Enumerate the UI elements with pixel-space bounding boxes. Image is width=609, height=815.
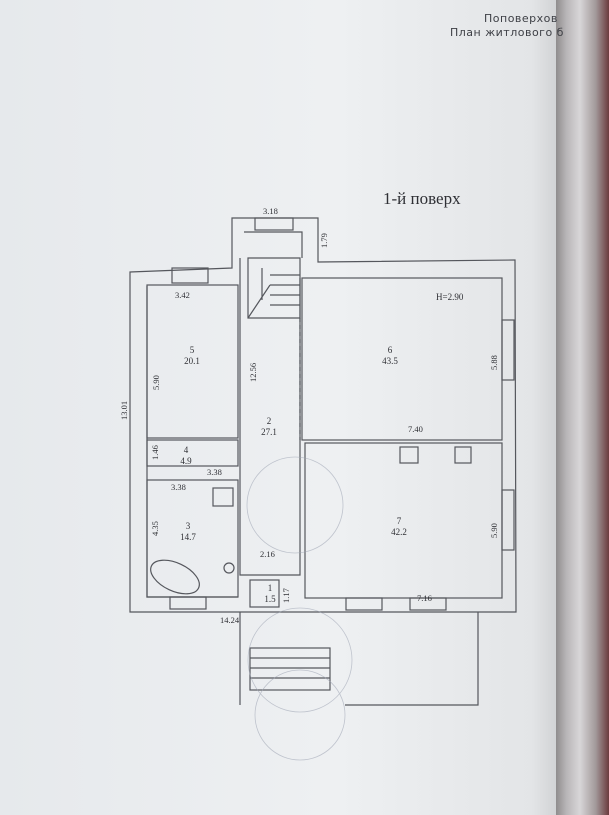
window: [409, 597, 447, 611]
paper-page: [0, 0, 560, 815]
dim-label: 3.18: [263, 206, 278, 216]
window: [501, 319, 515, 381]
room-number: 3: [186, 521, 191, 531]
dim-label: 5.90: [489, 523, 499, 538]
room-area: 43.5: [382, 356, 398, 366]
header-line-1: Поповерхов: [484, 12, 558, 25]
room-4: [146, 439, 239, 467]
room-area: 14.7: [180, 532, 196, 542]
room-number: 5: [190, 345, 195, 355]
porch-stairs: [249, 647, 331, 691]
window: [254, 217, 294, 231]
inner-wall-left: [146, 286, 238, 598]
dim-label: 1.46: [150, 445, 160, 460]
room-number: 4: [184, 445, 189, 455]
dim-label: 7.40: [408, 424, 423, 434]
dim-label: 2.16: [260, 549, 275, 559]
stamp-marks: [246, 456, 353, 761]
outer-wall: [129, 217, 517, 613]
room-number: 6: [388, 345, 393, 355]
dim-label: 13.01: [119, 401, 129, 420]
stair-tower-wall: [244, 231, 303, 258]
dim-label: 3.42: [175, 290, 190, 300]
room-1: [249, 579, 280, 608]
room-7: [304, 442, 503, 599]
bathtub: [150, 559, 200, 595]
stair-steps: [270, 274, 300, 306]
stove-icon: [399, 446, 419, 464]
room-area: 4.9: [180, 456, 192, 466]
dim-label: 4.35: [150, 521, 160, 536]
dim-label: 5.88: [489, 355, 499, 370]
window: [501, 489, 515, 551]
room-5: [146, 284, 239, 439]
room-area: 27.1: [261, 427, 277, 437]
staircase: [247, 257, 301, 319]
dim-label: 5.90: [151, 375, 161, 390]
dim-label: 1.17: [281, 588, 291, 603]
room-number: 1: [268, 583, 273, 593]
header-line-2: План житлового б: [450, 26, 564, 39]
porch-steps: [250, 657, 330, 679]
sink-icon: [454, 446, 472, 464]
room-area: 1.5: [264, 594, 276, 604]
plan-title: 1-й поверх: [383, 189, 461, 208]
dim-label: 12.56: [248, 363, 258, 382]
room-number: 7: [397, 516, 402, 526]
porch-outline: [239, 612, 479, 706]
ceiling-height: H=2.90: [436, 292, 464, 302]
window: [345, 597, 383, 611]
window: [171, 267, 209, 284]
room-6: [301, 277, 503, 441]
dim-label: 3.38: [207, 467, 222, 477]
window: [169, 596, 207, 610]
room-area: 42.2: [391, 527, 407, 537]
dim-label: 7.16: [417, 593, 432, 603]
binder-edge: [556, 0, 609, 815]
room-number: 2: [267, 416, 272, 426]
boiler-icon: [223, 562, 235, 574]
room-area: 20.1: [184, 356, 200, 366]
shower: [212, 487, 234, 507]
dim-label: 1.79: [319, 233, 329, 248]
dim-label: 3.38: [171, 482, 186, 492]
dim-label: 14.24: [220, 615, 240, 625]
